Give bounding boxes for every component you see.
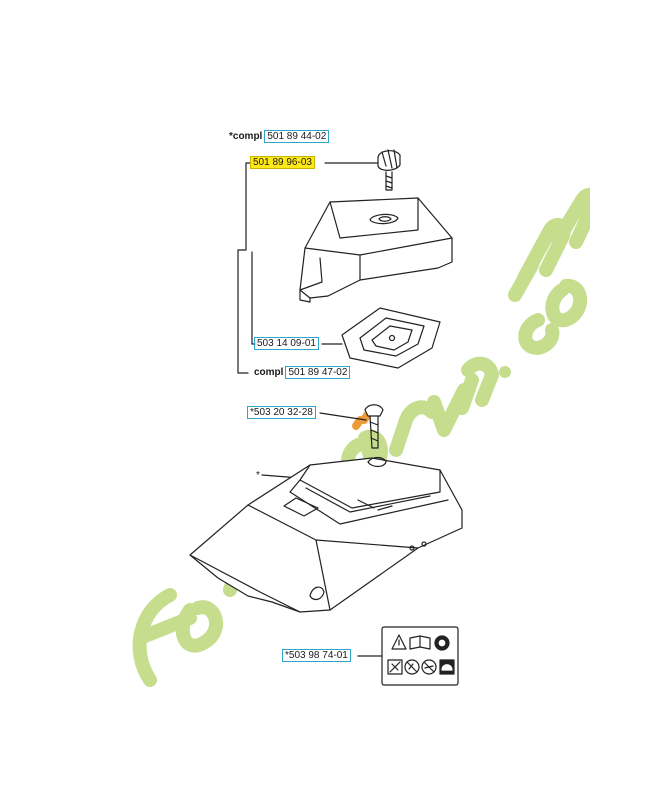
ear-protection-icon (434, 635, 450, 651)
helmet-icon (439, 659, 455, 675)
part-number-knob[interactable]: 501 89 96-03 (250, 156, 315, 169)
cover-star-mark: * (256, 470, 260, 481)
label-knob: 501 89 96-03 (250, 156, 315, 169)
warning-triangle-icon (391, 634, 407, 650)
cylinder-cover (189, 456, 463, 613)
no-kickback-icon (404, 659, 420, 675)
no-one-hand-icon (387, 659, 403, 675)
label-cover-star: * (256, 469, 260, 482)
warning-decal (381, 626, 459, 686)
cover-screw (364, 404, 384, 449)
manual-book-icon (409, 635, 431, 650)
label-screw: *503 20 32-28 (247, 406, 316, 419)
compl-prefix: *compl (229, 131, 263, 142)
filter-washer (341, 307, 441, 369)
part-number-decal[interactable]: *503 98 74-01 (282, 649, 351, 662)
bracket-inner (251, 251, 257, 345)
part-number-compl-mid[interactable]: 501 89 47-02 (285, 366, 351, 379)
knob-screw (377, 149, 401, 191)
part-number-washer[interactable]: 503 14 09-01 (254, 337, 319, 350)
part-number-compl-top[interactable]: 501 89 44-02 (264, 130, 330, 143)
label-washer: 503 14 09-01 (254, 337, 319, 350)
bracket-compl (237, 162, 253, 374)
leader-screw (319, 412, 367, 421)
compl-prefix: compl (254, 367, 284, 378)
no-smoking-icon (421, 659, 437, 675)
part-number-screw[interactable]: *503 20 32-28 (247, 406, 316, 419)
air-filter-cover (299, 197, 453, 303)
label-decal: *503 98 74-01 (282, 649, 351, 662)
